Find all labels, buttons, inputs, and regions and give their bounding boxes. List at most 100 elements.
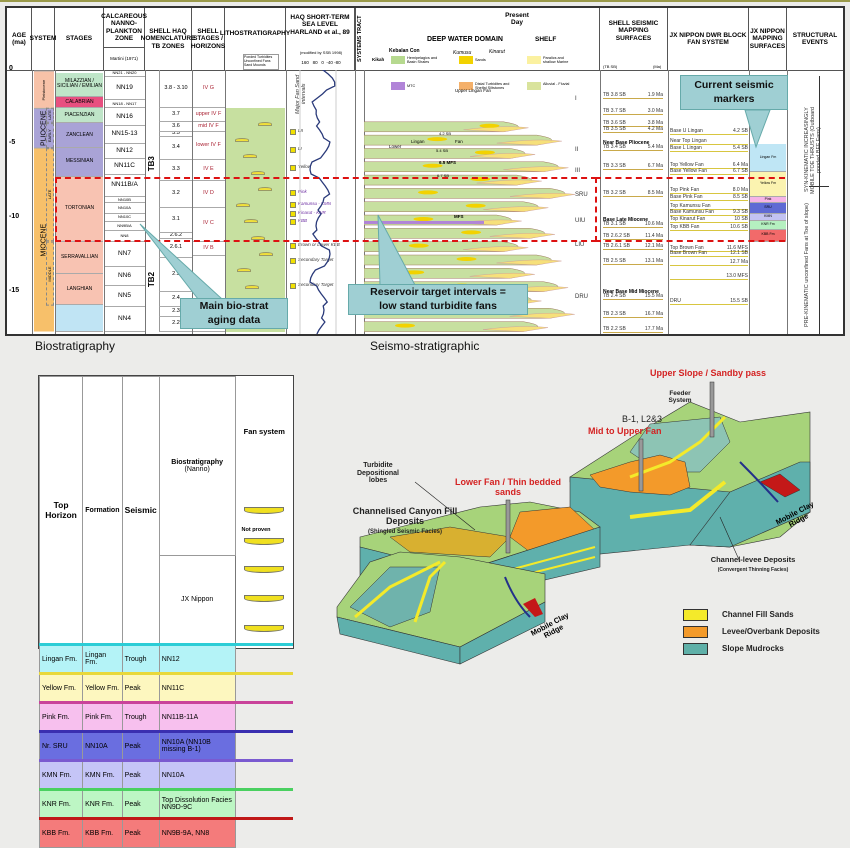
clay-ridge-right <box>759 473 801 498</box>
th-fan-text: Fan system <box>243 426 285 436</box>
litho-fan-lens <box>251 235 266 240</box>
mapping-surface: Yellow Fm <box>750 172 786 198</box>
seismic-surface-name: TB 3.8 SB <box>603 92 626 99</box>
fan-horizon: 12.7 Ma <box>670 259 748 267</box>
fan-horizon: Base Pink Fan 8.5 SB <box>670 194 748 202</box>
label-lower: Lower <box>389 144 402 149</box>
label-canyon-fill: Channelised Canyon Fill Deposits <box>352 506 458 526</box>
canyon-fill <box>389 526 511 558</box>
fan-horizon-name: Base Pink Fan <box>670 194 703 201</box>
seismic-surface-age: 12.1 Ma <box>644 243 663 250</box>
nanno-zone: NN9B/A <box>104 222 145 232</box>
cell-top: KBB Fm. <box>38 818 84 848</box>
sand-lens <box>465 203 486 208</box>
well-lower-fan <box>505 499 511 554</box>
litho-legend: Ponded Turbidites Unconfined Fans Sand M… <box>243 54 279 70</box>
fan-horizon-value: 8.5 SB <box>732 194 748 201</box>
fan-system-cell <box>238 495 292 525</box>
litho-fan-lens <box>259 252 274 257</box>
sand-wedge <box>470 153 536 159</box>
legend-label: Channel Fill Sands <box>722 610 794 619</box>
fan-block-diagram <box>336 381 811 665</box>
cell-seismic: Peak <box>121 818 160 848</box>
fan-horizon-name: Top Kinarut Fan <box>670 216 706 223</box>
fan-horizon: Near Top Lingan <box>670 138 748 145</box>
stage-cell: CALABRIAN <box>56 96 103 109</box>
sand-wedge <box>482 326 549 332</box>
tb-zone: 2.5 <box>159 257 192 292</box>
facies-swatch-alluvial <box>527 82 541 90</box>
markers-pointer <box>744 109 771 149</box>
header-seismic-sub-left: (TB SB) <box>603 64 618 69</box>
callout-pointers <box>139 109 771 300</box>
nanno-zone: NN15-13 <box>104 126 145 144</box>
sand-lens <box>408 243 429 248</box>
tb-zone: 3.7 <box>159 108 192 122</box>
sequence-label: UIU <box>575 218 586 225</box>
mapping-surface: KNR Fm <box>750 220 786 230</box>
header-kinarut: Kinarut <box>489 49 505 55</box>
column-divider <box>192 70 193 334</box>
cell-formation: Lingan Fm. <box>82 644 123 674</box>
fan-horizon-value: 8.0 Ma <box>732 186 748 193</box>
fan-interval-marker <box>290 283 296 290</box>
shell-stage: upper IV F <box>192 108 225 122</box>
sand-lens <box>456 257 477 261</box>
seismic-surface-age: 13.1 Ma <box>644 257 663 264</box>
th-bio-sub: (Nanno) <box>184 465 210 473</box>
th-formation: Formation <box>82 376 123 645</box>
sea-level-curve <box>299 70 337 334</box>
fan-interval-marker <box>290 219 296 226</box>
callout-biostrat: Main bio-strat aging data <box>180 298 288 329</box>
facies-swatch-hemipelagic <box>391 56 405 64</box>
fan-horizon-value: 10.6 SB <box>730 223 748 230</box>
facies-swatch-mtc <box>391 82 405 90</box>
label-upper-slope: Upper Slope / Sandby pass <box>650 368 767 378</box>
sequence-label: III <box>575 168 581 175</box>
fan-lens-icon <box>243 506 284 514</box>
callout-biostrat-text: Main bio-strat aging data <box>199 300 269 326</box>
cell-top: Lingan Fm. <box>38 644 84 674</box>
header-present-day: Present Day <box>505 12 529 26</box>
label-mfs: MFS <box>454 214 464 219</box>
nanno-zone: NN19 <box>104 77 145 100</box>
fan-horizon-value: 5.4 SB <box>732 145 748 152</box>
header-haq-text: HAQ SHORT-TERM SEA LEVEL HARLAND et al.,… <box>290 14 350 36</box>
fan-horizon-value: 9.3 SB <box>732 209 748 216</box>
column-divider <box>286 70 287 334</box>
seismic-surface-name: TB 2.6.2 SB <box>603 232 630 239</box>
fan-interval-label: Brown or Lower KBB <box>298 242 340 248</box>
seismic-surface-age: 10.6 Ma <box>644 220 663 227</box>
tb-zone: 3.3 <box>159 160 192 181</box>
header-structural: STRUCTURAL EVENTS <box>792 31 838 46</box>
fan-horizon-name: Top Brown Fan <box>670 244 704 251</box>
sand-wedge <box>463 126 529 133</box>
facies-legend-item: Alluvial - Fluvial <box>543 82 570 86</box>
tb-zone: 3.8 - 3.10 <box>159 70 192 109</box>
target-line-top <box>595 177 785 179</box>
header-kebalan: Kebalan Con <box>389 48 420 54</box>
seismic-surface-age: 16.7 Ma <box>644 311 663 318</box>
facies-legend-item: Distal Turbidites and Shelfal Siltstones <box>475 82 510 90</box>
structural-arrow-down <box>819 194 820 334</box>
fan-horizon-name: DRU <box>670 297 681 304</box>
fan-system-cell <box>238 613 292 643</box>
column-divider <box>668 70 669 334</box>
cell-seismic: Trough <box>121 644 160 674</box>
tb-zone: 3.2 <box>159 181 192 208</box>
header-shell-stages: SHELL STAGES / HORIZONS <box>191 8 225 70</box>
nanno-zone: NN4 <box>104 307 145 332</box>
cell-seismic: Peak <box>121 789 160 819</box>
cell-formation: KNR Fm. <box>82 789 123 819</box>
